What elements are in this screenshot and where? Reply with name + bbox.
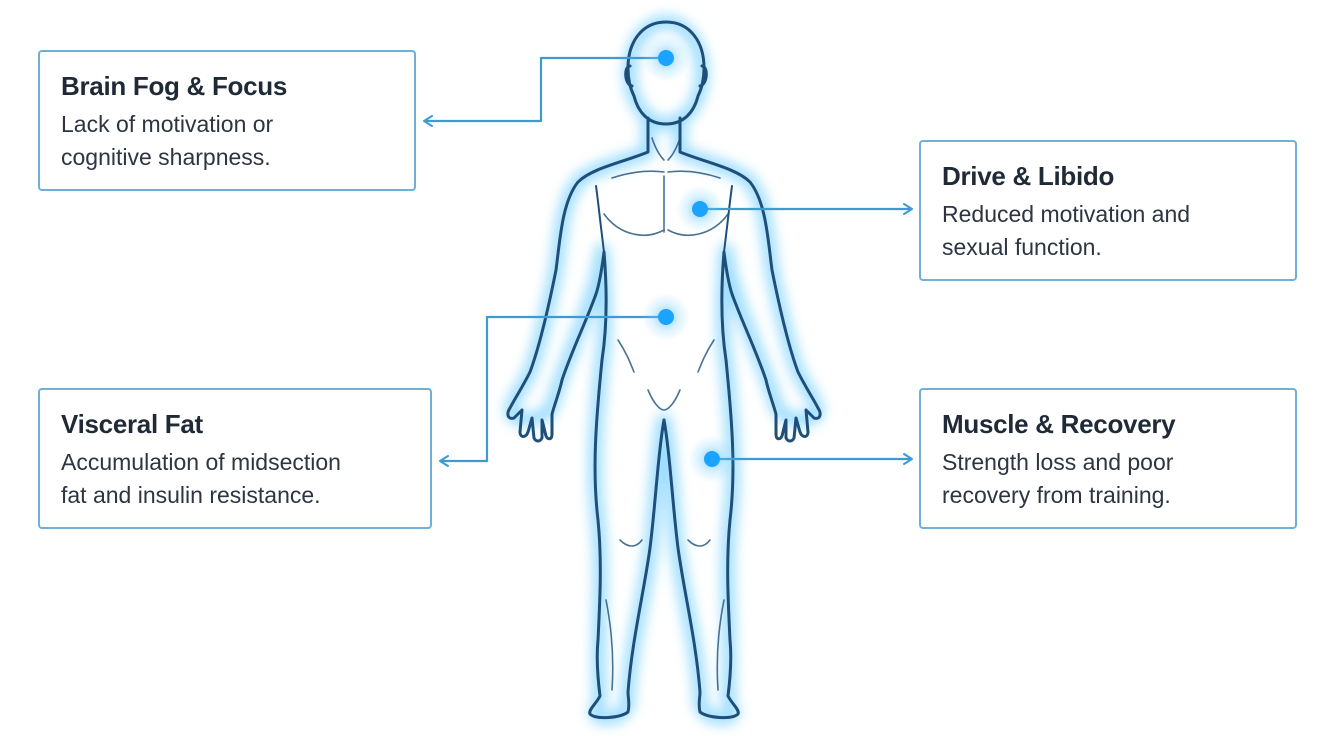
callout-brain-fog: Brain Fog & Focus Lack of motivation or … — [38, 50, 416, 191]
callout-description-line: fat and insulin resistance. — [61, 479, 410, 512]
callout-description-line: recovery from training. — [942, 479, 1275, 512]
hotspot-brain — [642, 34, 690, 82]
callout-description-line: Accumulation of midsection — [61, 446, 410, 479]
callout-drive-libido: Drive & Libido Reduced motivation and se… — [919, 140, 1297, 281]
callout-description-line: cognitive sharpness. — [61, 141, 394, 174]
hotspot-fat — [642, 293, 690, 341]
callout-title: Brain Fog & Focus — [61, 70, 394, 102]
callout-title: Visceral Fat — [61, 408, 410, 440]
callout-description-line: Strength loss and poor — [942, 446, 1275, 479]
callout-description-line: Reduced motivation and — [942, 198, 1275, 231]
hotspot-drive — [676, 185, 724, 233]
body-glow — [511, 22, 817, 718]
callout-description-line: sexual function. — [942, 231, 1275, 264]
callout-muscle-recovery: Muscle & Recovery Strength loss and poor… — [919, 388, 1297, 529]
callout-visceral-fat: Visceral Fat Accumulation of midsection … — [38, 388, 432, 529]
callout-description-line: Lack of motivation or — [61, 108, 394, 141]
callout-title: Muscle & Recovery — [942, 408, 1275, 440]
callout-title: Drive & Libido — [942, 160, 1275, 192]
hotspot-muscle — [688, 435, 736, 483]
